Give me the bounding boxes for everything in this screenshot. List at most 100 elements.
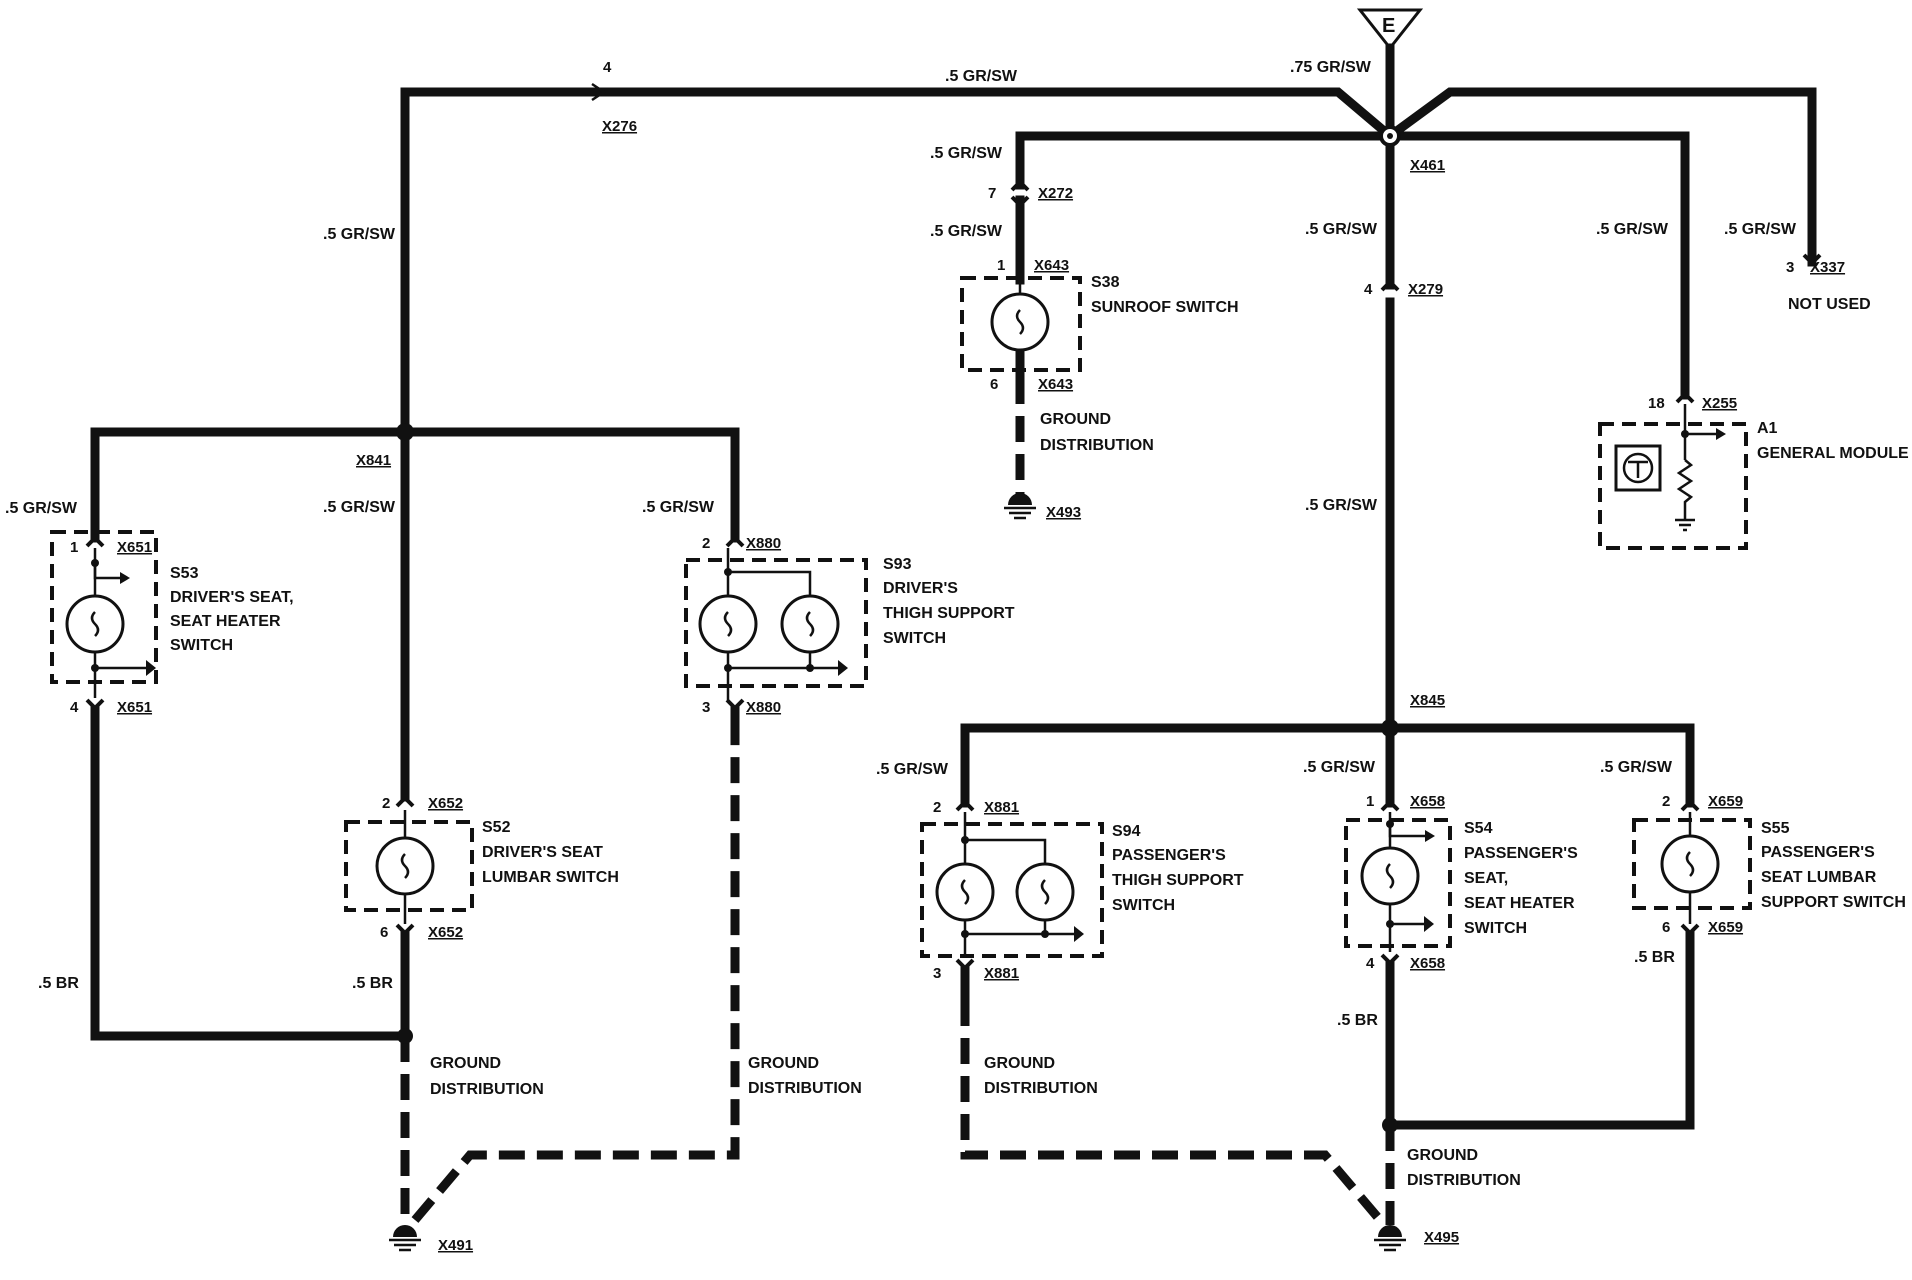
s94-passenger-thigh-support-switch xyxy=(920,812,1104,958)
s53-driver-seat-heater-switch xyxy=(50,530,158,698)
s53-line: SWITCH xyxy=(170,637,233,654)
wire-label: .5 GR/SW xyxy=(876,761,949,778)
connector-x880: X880 xyxy=(746,535,781,552)
connector-x881: X881 xyxy=(984,799,1019,816)
ground-label: GROUND xyxy=(748,1055,819,1072)
connector-x279: X279 xyxy=(1408,281,1443,298)
s53-line: DRIVER'S SEAT, xyxy=(170,589,294,606)
s93-line: THIGH SUPPORT xyxy=(883,605,1015,622)
a1-general-module xyxy=(1598,404,1748,550)
connector-x659: X659 xyxy=(1708,919,1743,936)
x276-pin: 4 xyxy=(603,59,612,76)
wire-label: .5 GR/SW xyxy=(5,500,78,517)
s54-line: SEAT HEATER xyxy=(1464,895,1575,912)
not-used-label: NOT USED xyxy=(1788,296,1871,313)
ground-label: GROUND xyxy=(1040,411,1111,428)
wire-label: .5 GR/SW xyxy=(323,499,396,516)
s93-line: SWITCH xyxy=(883,630,946,647)
wire-label: .5 GR/SW xyxy=(323,226,396,243)
ground-labels: GROUND DISTRIBUTION X493 GROUND DISTRIBU… xyxy=(430,411,1521,1254)
splice-labels: 4 X276 X461 X841 X845 xyxy=(356,59,1445,709)
connector-x652: X652 xyxy=(428,924,463,941)
ground-label: DISTRIBUTION xyxy=(1407,1172,1521,1189)
pin-number: 2 xyxy=(702,535,710,552)
a1-id: A1 xyxy=(1757,420,1778,437)
pin-number: 1 xyxy=(70,539,78,556)
wire-label: .5 GR/SW xyxy=(1724,221,1797,238)
connector-x643: X643 xyxy=(1038,376,1073,393)
ground-wires xyxy=(400,378,1395,1225)
s55-line: SUPPORT SWITCH xyxy=(1761,894,1906,911)
wires xyxy=(90,43,1817,1130)
s55-id: S55 xyxy=(1761,820,1790,837)
s52-id: S52 xyxy=(482,819,511,836)
wire-label: .5 BR xyxy=(352,975,393,992)
connector-labels: 7 X272 1 X643 6 X643 4 X279 3 X337 18 X2… xyxy=(70,185,1845,982)
pin-number: 3 xyxy=(702,699,710,716)
pin-number: 7 xyxy=(988,185,996,202)
s94-line: PASSENGER'S xyxy=(1112,847,1226,864)
s54-line: SWITCH xyxy=(1464,920,1527,937)
ground-label: GROUND xyxy=(1407,1147,1478,1164)
wire-label: .5 GR/SW xyxy=(1303,759,1376,776)
pin-number: 18 xyxy=(1648,395,1665,412)
wire-label: .5 GR/SW xyxy=(1600,759,1673,776)
wire-label: .5 GR/SW xyxy=(930,145,1003,162)
connector-x652: X652 xyxy=(428,795,463,812)
s54-id: S54 xyxy=(1464,820,1493,837)
wire-label: .5 BR xyxy=(1634,949,1675,966)
splice-x461: X461 xyxy=(1410,157,1445,174)
wire-label: .5 GR/SW xyxy=(1305,221,1378,238)
s52-line: DRIVER'S SEAT xyxy=(482,844,603,861)
connector-symbols xyxy=(85,179,1822,971)
ground-label: DISTRIBUTION xyxy=(430,1081,544,1098)
splice-nodes xyxy=(396,125,1401,1133)
s53-id: S53 xyxy=(170,565,199,582)
s53-line: SEAT HEATER xyxy=(170,613,281,630)
pin-number: 1 xyxy=(997,257,1005,274)
pin-number: 4 xyxy=(1366,955,1375,972)
wire-label: .5 GR/SW xyxy=(930,223,1003,240)
connector-x651: X651 xyxy=(117,699,152,716)
pin-number: 2 xyxy=(1662,793,1670,810)
wire-label: .75 GR/SW xyxy=(1290,59,1372,76)
splice-x276: X276 xyxy=(602,118,637,135)
ground-x491: X491 xyxy=(438,1237,473,1254)
s93-line: DRIVER'S xyxy=(883,580,958,597)
s55-line: SEAT LUMBAR xyxy=(1761,869,1877,886)
ground-label: GROUND xyxy=(430,1055,501,1072)
wire-label: .5 GR/SW xyxy=(1305,497,1378,514)
wire-labels: .75 GR/SW .5 GR/SW .5 GR/SW .5 GR/SW .5 … xyxy=(5,59,1797,1029)
s38-sunroof-switch xyxy=(960,276,1082,372)
s54-line: PASSENGER'S xyxy=(1464,845,1578,862)
power-source: E xyxy=(1356,8,1424,51)
s52-driver-lumbar-switch xyxy=(344,810,474,924)
ground-x495: X495 xyxy=(1424,1229,1459,1246)
pin-number: 4 xyxy=(1364,281,1373,298)
ground-label: DISTRIBUTION xyxy=(984,1080,1098,1097)
ground-label: GROUND xyxy=(984,1055,1055,1072)
connector-x880: X880 xyxy=(746,699,781,716)
wire-label: .5 GR/SW xyxy=(1596,221,1669,238)
ground-label: DISTRIBUTION xyxy=(748,1080,862,1097)
s54-passenger-seat-heater-switch xyxy=(1344,812,1452,952)
pin-number: 6 xyxy=(1662,919,1670,936)
pin-number: 4 xyxy=(70,699,79,716)
s93-driver-thigh-support-switch xyxy=(684,548,868,700)
ground-x493: X493 xyxy=(1046,504,1081,521)
pin-number: 3 xyxy=(1786,259,1794,276)
wire-label: .5 BR xyxy=(38,975,79,992)
wire-label: .5 GR/SW xyxy=(642,499,715,516)
ground-x493-icon xyxy=(1004,493,1036,520)
connector-x651: X651 xyxy=(117,539,152,556)
wire-label: .5 BR xyxy=(1337,1012,1378,1029)
ground-label: DISTRIBUTION xyxy=(1040,437,1154,454)
s55-line: PASSENGER'S xyxy=(1761,844,1875,861)
s94-line: THIGH SUPPORT xyxy=(1112,872,1244,889)
s94-line: SWITCH xyxy=(1112,897,1175,914)
s54-line: SEAT, xyxy=(1464,870,1508,887)
s38-name: SUNROOF SWITCH xyxy=(1091,299,1239,316)
a1-name: GENERAL MODULE xyxy=(1757,445,1909,462)
connector-x255: X255 xyxy=(1702,395,1737,412)
